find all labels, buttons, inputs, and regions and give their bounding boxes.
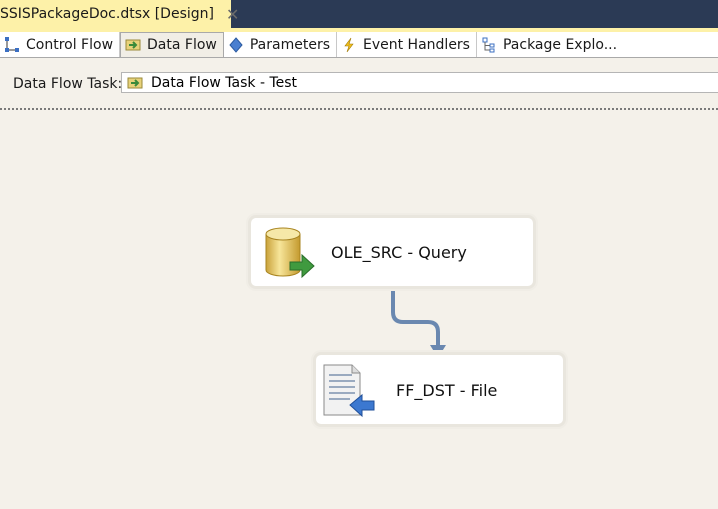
tab-label: Event Handlers [363,36,470,53]
ole-db-source-icon [265,227,315,279]
task-selector-value: Data Flow Task - Test [151,74,298,91]
divider [0,108,718,110]
designer-tabs: Control Flow Data Flow Parameters Event … [0,32,718,58]
tab-event-handlers[interactable]: Event Handlers [337,32,477,57]
document-tab-title: SSISPackageDoc.dtsx [Design] [0,6,214,22]
component-label: OLE_SRC - Query [331,243,467,262]
task-selector-label: Data Flow Task: [13,76,123,92]
event-handlers-icon [344,37,354,52]
parameters-icon [229,36,243,53]
tab-label: Control Flow [26,36,114,53]
data-flow-icon [125,39,141,51]
task-selector-dropdown[interactable]: Data Flow Task - Test [121,72,718,93]
tab-control-flow[interactable]: Control Flow [0,32,121,57]
tab-strip [0,28,718,32]
tab-label: Parameters [249,36,330,53]
control-flow-icon [5,36,19,52]
component-ole-src[interactable]: OLE_SRC - Query [251,218,533,286]
package-explorer-icon [482,37,495,52]
data-flow-task-icon [127,77,143,88]
document-tab[interactable]: SSISPackageDoc.dtsx [Design] ✕ [0,0,239,28]
tab-label: Data Flow [147,37,217,53]
component-label: FF_DST - File [396,381,498,400]
component-ff-dst[interactable]: FF_DST - File [316,355,563,424]
task-selector-row: Data Flow Task: Data Flow Task - Test [0,58,718,106]
tab-label: Package Explo... [502,36,618,53]
tab-package-explorer[interactable]: Package Explo... [477,32,623,57]
tab-data-flow[interactable]: Data Flow [120,32,224,57]
arrowhead-icon [430,345,446,358]
close-icon[interactable]: ✕ [225,4,240,24]
tab-parameters[interactable]: Parameters [224,32,337,57]
flat-file-destination-icon [323,364,375,418]
